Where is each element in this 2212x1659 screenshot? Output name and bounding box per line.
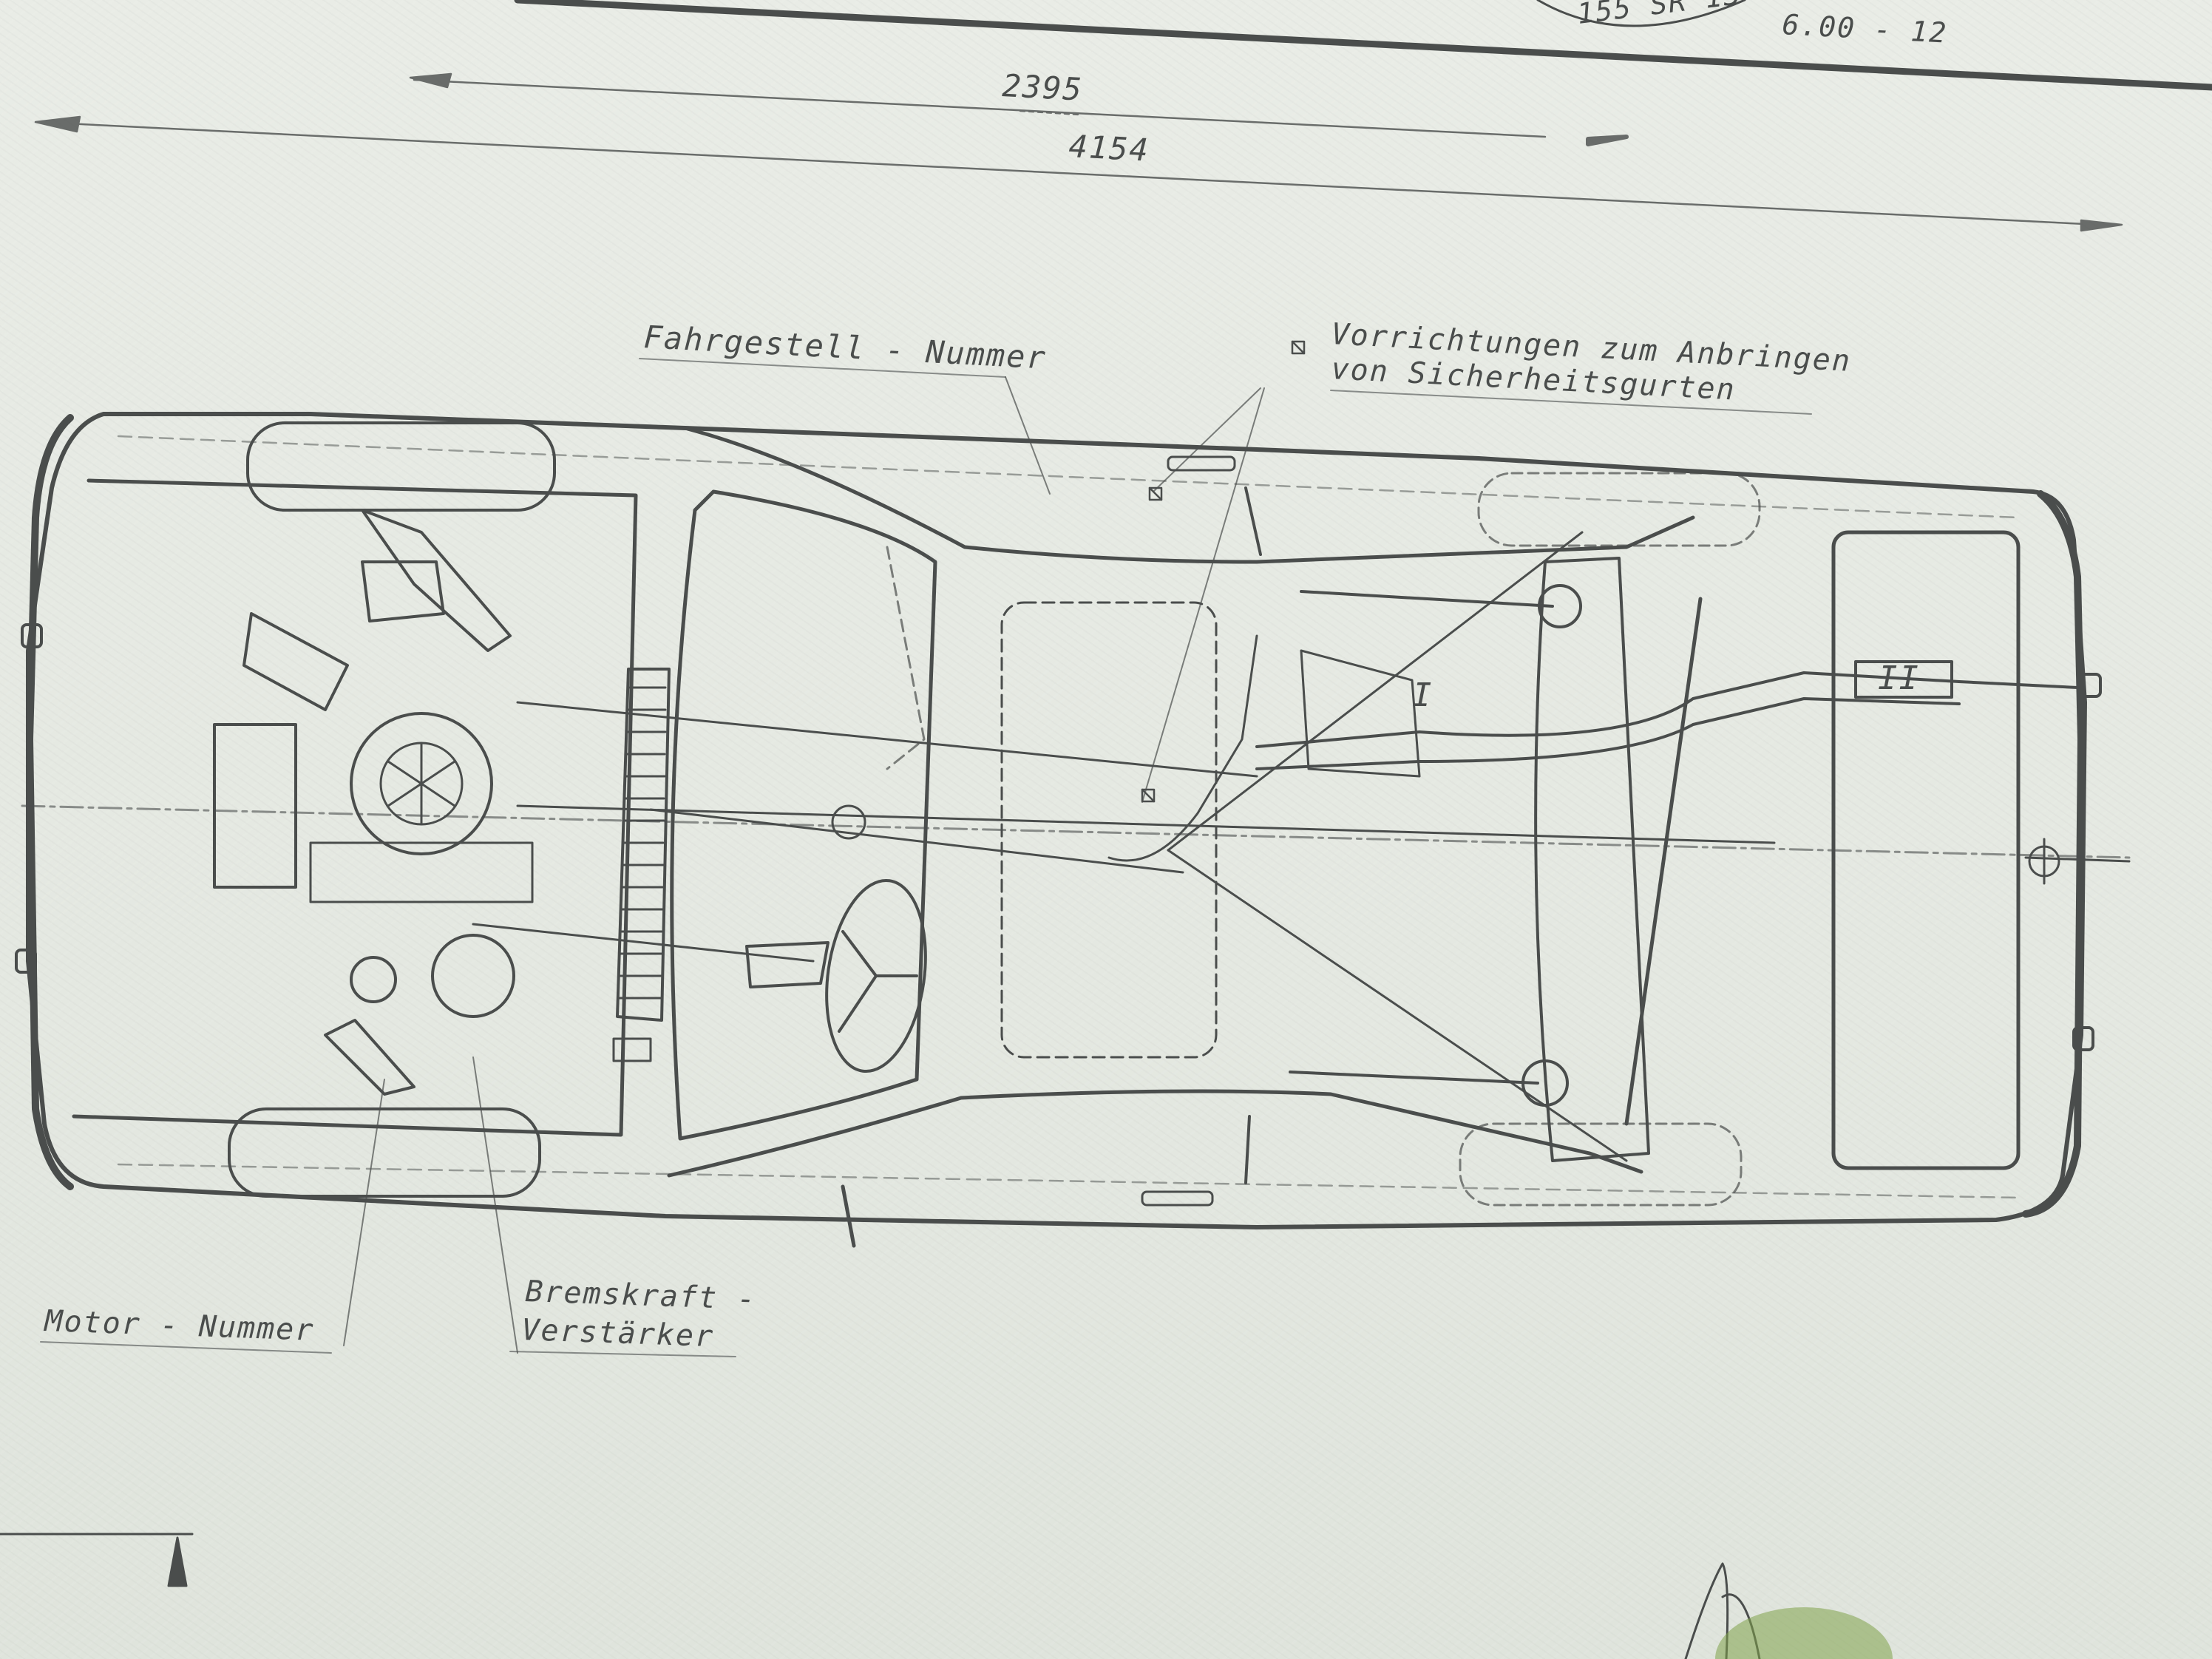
door-pillar-left <box>1244 486 1262 556</box>
rear-center-marker <box>2024 838 2131 885</box>
seatbelt-label-underline <box>1330 390 1812 415</box>
brake-booster-label-line2: Verstärker <box>521 1313 715 1354</box>
chassis-cross-brace <box>21 531 2131 1162</box>
stamp-text: 155 SR 13 <box>1575 0 1744 30</box>
door-pillar-right <box>1244 1115 1251 1184</box>
rear-left-wheel <box>1477 472 1761 547</box>
brake-booster-label-line1: Bremskraft - <box>525 1275 757 1317</box>
chassis-number-label: Fahrgestell - Nummer <box>642 319 1048 376</box>
front-bumper <box>26 414 74 1190</box>
dimension-overall-length <box>34 115 2123 232</box>
wheelbase-dimension: 2395 <box>1001 67 1084 108</box>
trunk-lid <box>1831 530 2021 1170</box>
exhaust-pipe <box>1255 660 2079 770</box>
chassis-label-underline <box>639 358 1006 378</box>
tank-2-label: II <box>1878 659 1920 697</box>
hood-outline <box>72 478 638 1137</box>
leader-lines <box>343 376 1265 1354</box>
cabin-roof-left <box>685 427 1695 564</box>
front-right-wheel <box>228 1107 541 1198</box>
rear-right-wheel <box>1459 1122 1743 1207</box>
tire-size-label: 6.00 - 12 <box>1782 8 1949 50</box>
rear-section <box>1289 530 2021 1170</box>
bottom-dimension-fragment <box>0 1533 194 1587</box>
overall-length-dimension: 4154 <box>1068 128 1150 169</box>
green-stamp <box>1715 1607 1893 1659</box>
car-body-outline <box>26 412 2087 1229</box>
stamp-circle <box>1536 0 1746 27</box>
windshield <box>670 489 937 1141</box>
antenna <box>841 1184 856 1248</box>
steering-wheel <box>745 878 927 1073</box>
cabin-roof-right <box>667 1089 1643 1178</box>
title-block-border <box>514 0 2212 91</box>
door-handle-left <box>1167 455 1236 472</box>
drivetrain-tunnel <box>472 634 1776 963</box>
door-handle-right <box>1141 1190 1214 1207</box>
front-left-wheel <box>246 421 556 512</box>
dimension-wheelbase <box>409 72 1547 138</box>
brake-label-underline <box>509 1351 736 1357</box>
rear-bumper <box>2022 490 2085 1218</box>
engine <box>213 509 652 1096</box>
engine-number-label: Motor - Nummer <box>43 1304 316 1348</box>
engine-label-underline <box>40 1341 332 1354</box>
tank-1-label: I <box>1412 676 1434 714</box>
rear-muffler <box>1854 660 1953 699</box>
seatbelt-anchor-marks <box>1141 340 1306 803</box>
